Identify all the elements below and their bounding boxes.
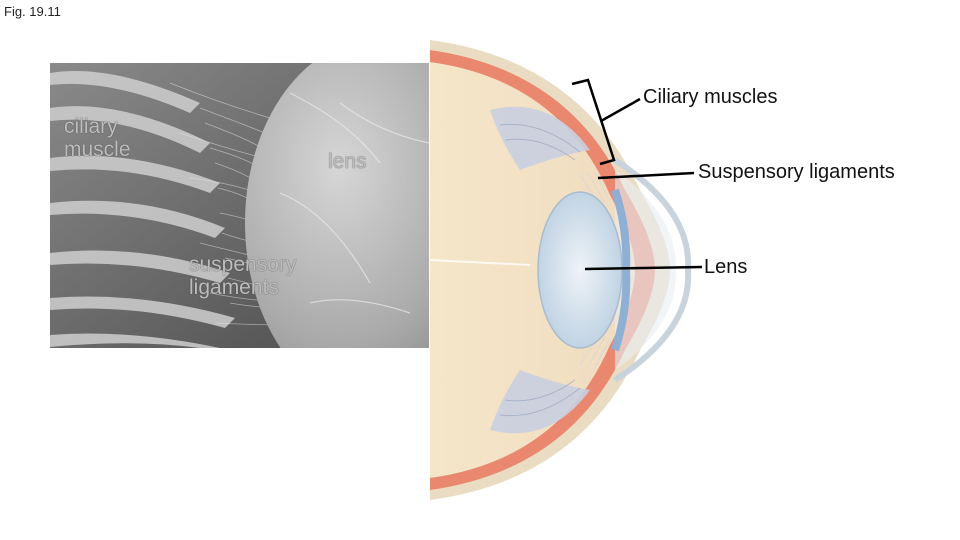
ciliary-muscles-callout: Ciliary muscles xyxy=(643,86,777,109)
suspensory-ligaments-callout: Suspensory ligaments xyxy=(698,161,895,184)
lens-callout: Lens xyxy=(704,256,747,279)
